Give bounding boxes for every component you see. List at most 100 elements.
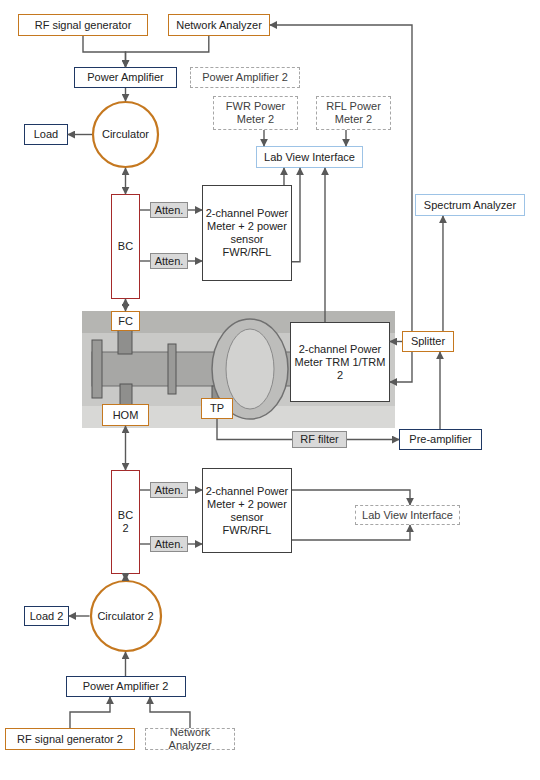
optional-software-box: Lab View Interface <box>355 505 460 525</box>
signal-connector <box>69 615 90 616</box>
power-amplifier: Power Amplifier <box>74 67 177 88</box>
signal-connector <box>125 299 126 311</box>
circulator-circle: Circulator 2 <box>90 580 162 652</box>
signal-connector <box>150 697 190 728</box>
node-label: Power Amplifier 2 <box>83 680 169 693</box>
node-label: FC <box>118 315 133 328</box>
node-label: Atten. <box>155 538 184 551</box>
node-label: 2-channel Power Meter + 2 power sensor F… <box>205 207 289 259</box>
node-label: RF signal generator <box>35 19 132 32</box>
bidirectional-coupler: BC <box>111 194 140 299</box>
signal-connector <box>188 209 202 210</box>
signal-connector <box>292 168 300 262</box>
network-analyzer: Network Analyzer <box>168 14 270 36</box>
node-label: RF signal generator 2 <box>17 733 123 746</box>
attenuator-box: Atten. <box>150 536 188 552</box>
node-label: Pre-amplifier <box>409 433 471 446</box>
node-label: BC <box>118 240 133 253</box>
node-label: BC 2 <box>114 509 137 535</box>
signal-connector <box>125 426 126 470</box>
node-label: Power Amplifier <box>87 71 163 84</box>
signal-connector <box>347 439 399 440</box>
signal-connector <box>439 352 440 429</box>
spectrum-analyzer: Spectrum Analyzer <box>415 194 525 216</box>
node-label: Atten. <box>155 255 184 268</box>
signal-connector <box>263 130 264 146</box>
circulator-circle: Circulator <box>92 101 159 168</box>
signal-connector <box>188 260 202 261</box>
attenuator-box: Atten. <box>150 202 188 218</box>
power-meter-box: 2-channel Power Meter + 2 power sensor F… <box>202 468 292 553</box>
signal-connector <box>292 525 410 540</box>
node-label: Load <box>34 128 58 141</box>
signal-connector <box>125 168 126 194</box>
signal-connector <box>188 543 202 544</box>
signal-generator: RF signal generator 2 <box>5 728 135 750</box>
signal-connector <box>125 88 126 101</box>
power-meter-box: 2-channel Power Meter TRM 1/TRM 2 <box>290 322 390 402</box>
signal-connector <box>125 574 126 580</box>
signal-generator: RF signal generator <box>18 14 148 36</box>
filter-box: RF filter <box>292 431 347 448</box>
signal-connector <box>68 134 92 135</box>
signal-connector <box>70 697 110 728</box>
node-label: Splitter <box>411 335 445 348</box>
bidirectional-coupler: BC 2 <box>111 470 140 574</box>
node-label: Network Analyzer <box>148 726 232 752</box>
node-label: Spectrum Analyzer <box>424 199 516 212</box>
node-label: Lab View Interface <box>264 151 355 164</box>
signal-connector <box>345 130 346 146</box>
signal-connector <box>140 209 150 210</box>
signal-connector <box>442 216 443 331</box>
signal-connector <box>83 36 126 67</box>
node-label: HOM <box>113 409 139 422</box>
node-label: RF filter <box>300 433 339 446</box>
signal-connector <box>140 260 150 261</box>
optional-network-analyzer: Network Analyzer <box>145 728 235 750</box>
node-label: Atten. <box>155 204 184 217</box>
signal-connector <box>125 652 126 676</box>
coupler-port <box>118 328 132 354</box>
node-label: Atten. <box>155 484 184 497</box>
cavity-highlight <box>226 329 274 409</box>
flange <box>92 340 102 398</box>
node-label: FWR Power Meter 2 <box>216 100 295 126</box>
optional-amplifier: Power Amplifier 2 <box>190 67 300 88</box>
port-tag: HOM <box>102 404 149 426</box>
node-label: Load 2 <box>30 610 64 623</box>
signal-connector <box>292 490 410 505</box>
signal-connector <box>126 36 209 67</box>
power-meter-box: 2-channel Power Meter + 2 power sensor F… <box>202 185 292 281</box>
signal-connector <box>217 419 292 440</box>
attenuator-box: Atten. <box>150 482 188 498</box>
node-label: TP <box>210 402 224 415</box>
node-label: Lab View Interface <box>362 509 453 522</box>
node-label: Circulator <box>102 128 149 141</box>
optional-power-meter: RFL Power Meter 2 <box>316 96 391 130</box>
signal-connector <box>140 489 150 490</box>
load-box: Load 2 <box>24 606 69 626</box>
splitter-box: Splitter <box>402 331 454 352</box>
circle-shape <box>93 102 158 167</box>
node-label: 2-channel Power Meter + 2 power sensor F… <box>205 485 289 537</box>
signal-connector <box>188 489 202 490</box>
circle-shape <box>91 581 161 651</box>
attenuator-box: Atten. <box>150 253 188 269</box>
signal-connector <box>283 168 284 185</box>
signal-connector <box>140 543 150 544</box>
signal-connector <box>390 352 412 382</box>
preamplifier-box: Pre-amplifier <box>399 429 482 450</box>
power-amplifier: Power Amplifier 2 <box>66 676 186 697</box>
optional-power-meter: FWR Power Meter 2 <box>213 96 298 130</box>
port-tag: FC <box>111 311 140 331</box>
node-label: Network Analyzer <box>176 19 262 32</box>
signal-connector <box>390 341 402 342</box>
photo-background <box>82 311 395 428</box>
port-tag: TP <box>201 398 233 419</box>
load-box: Load <box>24 124 68 145</box>
signal-connector <box>324 168 325 322</box>
node-label: 2-channel Power Meter TRM 1/TRM 2 <box>293 343 387 382</box>
node-label: Circulator 2 <box>97 610 153 623</box>
node-label: Power Amplifier 2 <box>202 71 288 84</box>
node-label: RFL Power Meter 2 <box>319 100 388 126</box>
